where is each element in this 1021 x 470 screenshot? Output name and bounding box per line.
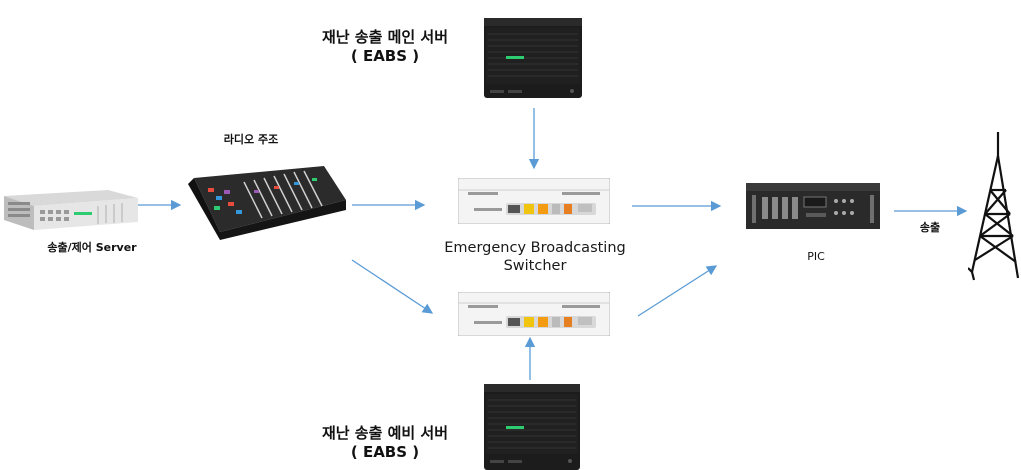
rack-server-icon (4, 186, 138, 230)
arrow-switcher-bottom-to-pic (637, 265, 718, 317)
pic-label: PIC (807, 250, 825, 263)
backup-server-title-line2: ( EABS ) (350, 442, 420, 461)
transmit-label: 송출 (919, 221, 941, 234)
switcher-unit-top-icon (458, 178, 610, 224)
backup-server-icon (484, 384, 580, 470)
transmission-tower-icon (968, 132, 1021, 288)
switcher-title: Emergency Broadcasting Switcher (420, 239, 650, 275)
arrow-console-to-switcher-bottom (351, 259, 434, 314)
main-server-icon (484, 18, 582, 98)
switcher-title-line2: Switcher (503, 258, 567, 275)
main-server-title-line2: ( EABS ) (350, 46, 420, 65)
backup-server-title: 재난 송출 예비 서버 ( EABS ) (300, 424, 470, 462)
switcher-title-line1: Emergency Broadcasting (444, 240, 626, 256)
switcher-unit-bottom-icon (458, 292, 610, 336)
radio-console-label: 라디오 주조 (223, 133, 279, 146)
playout-server-label: 송출/제어 Server (47, 241, 137, 254)
main-server-title: 재난 송출 메인 서버 ( EABS ) (300, 28, 470, 66)
main-server-title-line1: 재난 송출 메인 서버 (321, 28, 449, 46)
backup-server-title-line1: 재난 송출 예비 서버 (321, 424, 449, 442)
mixing-console-icon (184, 160, 350, 240)
pic-unit-icon (746, 183, 880, 229)
